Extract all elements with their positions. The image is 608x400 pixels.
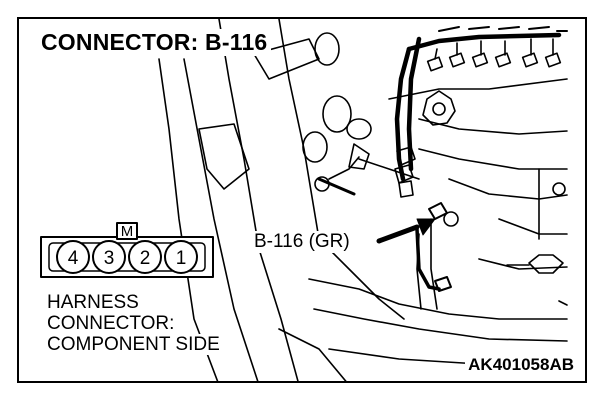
connector-face-symbol: M 4 3 2 1 [40, 222, 214, 278]
connector-view-description: HARNESS CONNECTOR: COMPONENT SIDE [47, 292, 222, 355]
pin-2-circle [128, 240, 162, 274]
pin-label: 3 [104, 248, 115, 269]
harness-connectors [394, 38, 562, 198]
diagram-frame: M 4 3 2 1 CONNECTOR: B-116 B-116 (GR) HA… [17, 17, 587, 383]
figure-code: AK401058AB [465, 355, 577, 375]
pin-label: 2 [140, 248, 151, 269]
connector-callout-label: B-116 (GR) [251, 231, 353, 253]
b116-connector-in-situ [317, 177, 459, 292]
pin-label: 4 [68, 248, 79, 269]
connector-key-label: M [121, 223, 134, 240]
description-line: CONNECTOR: [47, 313, 177, 334]
pin-4-circle [56, 240, 90, 274]
engine-outline [158, 19, 568, 381]
description-line: COMPONENT SIDE [47, 334, 222, 355]
pin-3-circle [92, 240, 126, 274]
engine-bay-illustration: M 4 3 2 1 [40, 19, 568, 381]
diagram-title: CONNECTOR: B-116 [37, 29, 272, 56]
callout-arrow [376, 218, 436, 244]
pin-label: 1 [176, 248, 187, 269]
description-line: HARNESS [47, 292, 141, 313]
pin-1-circle [164, 240, 198, 274]
harness-dashes [438, 26, 568, 32]
engine-components [302, 32, 568, 306]
wiring-harness [394, 32, 562, 182]
